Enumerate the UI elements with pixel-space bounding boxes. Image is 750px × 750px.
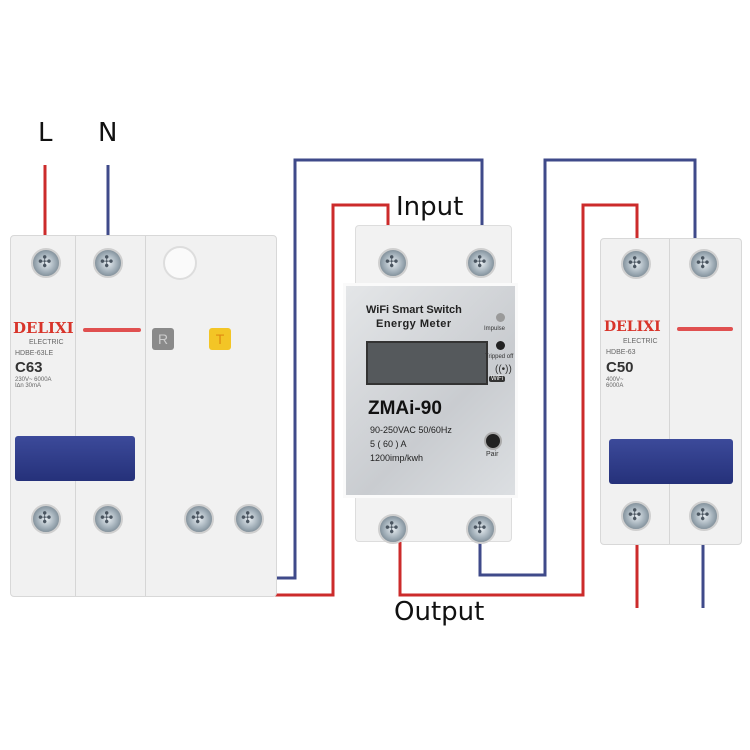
screw-terminal-icon bbox=[689, 249, 719, 279]
meter-title: WiFi Smart Switch bbox=[366, 304, 462, 316]
screw-terminal-icon bbox=[378, 248, 408, 278]
wifi-badge: WiFi bbox=[489, 376, 505, 382]
tripped-led bbox=[496, 341, 505, 350]
test-button[interactable]: T bbox=[209, 328, 231, 350]
neutral-label: N bbox=[98, 118, 118, 148]
neutral-meter-to-breaker-wire bbox=[478, 158, 697, 577]
live-label: L bbox=[38, 118, 53, 148]
breaker-toggle-handle[interactable] bbox=[609, 439, 733, 484]
meter-subtitle: Energy Meter bbox=[376, 318, 452, 330]
screw-terminal-icon bbox=[31, 248, 61, 278]
screw-terminal-icon bbox=[689, 501, 719, 531]
pair-button[interactable] bbox=[484, 432, 502, 450]
meter-model: ZMAi-90 bbox=[368, 398, 442, 419]
reset-button[interactable]: R bbox=[152, 328, 174, 350]
screw-terminal-icon bbox=[378, 514, 408, 544]
screw-terminal-icon bbox=[184, 504, 214, 534]
brand-logo: DELIXI bbox=[604, 319, 661, 335]
screw-terminal-icon bbox=[234, 504, 264, 534]
meter-constant: 1200imp/kwh bbox=[370, 453, 424, 463]
red-stripe bbox=[677, 327, 733, 331]
screw-terminal-icon bbox=[621, 501, 651, 531]
screw-terminal-icon bbox=[466, 248, 496, 278]
model-text: HDBE-63 bbox=[606, 349, 636, 356]
left-circuit-breaker: DELIXI ELECTRIC HDBE-63LE C63 230V~ 6000… bbox=[10, 235, 277, 597]
screw-terminal-icon bbox=[466, 514, 496, 544]
output-label: Output bbox=[394, 597, 485, 627]
meter-current: 5 ( 60 ) A bbox=[370, 439, 407, 449]
screw-terminal-icon bbox=[31, 504, 61, 534]
rating-text: C50 bbox=[606, 359, 634, 376]
lcd-display bbox=[366, 341, 488, 385]
indicator-window bbox=[163, 246, 197, 280]
rating-text: C63 bbox=[15, 359, 43, 376]
right-circuit-breaker: DELIXI ELECTRIC HDBE-63 C50 400V~ 6000A bbox=[600, 238, 742, 545]
brand-logo: DELIXI bbox=[13, 319, 74, 337]
screw-terminal-icon bbox=[93, 504, 123, 534]
screw-terminal-icon bbox=[93, 248, 123, 278]
meter-voltage: 90-250VAC 50/60Hz bbox=[370, 425, 452, 435]
wifi-signal-icon: ((•)) bbox=[495, 364, 512, 375]
impulse-label: Impulse bbox=[484, 326, 506, 332]
pair-label: Pair bbox=[486, 451, 499, 458]
model-text: HDBE-63LE bbox=[15, 350, 54, 357]
input-label: Input bbox=[396, 192, 464, 222]
red-stripe bbox=[83, 328, 141, 332]
breaker-toggle-handle[interactable] bbox=[15, 436, 135, 481]
screw-terminal-icon bbox=[621, 249, 651, 279]
tripped-label: Tripped off bbox=[485, 354, 514, 360]
impulse-led bbox=[496, 313, 505, 322]
brand-sub: ELECTRIC bbox=[29, 339, 64, 346]
live-meter-to-breaker-wire bbox=[398, 203, 639, 597]
specs-text: 230V~ 6000A I∆n 30mA bbox=[15, 377, 52, 389]
meter-faceplate: WiFi Smart Switch Energy Meter Impulse T… bbox=[343, 283, 518, 498]
brand-sub: ELECTRIC bbox=[623, 338, 658, 345]
specs-text: 400V~ 6000A bbox=[606, 377, 624, 389]
